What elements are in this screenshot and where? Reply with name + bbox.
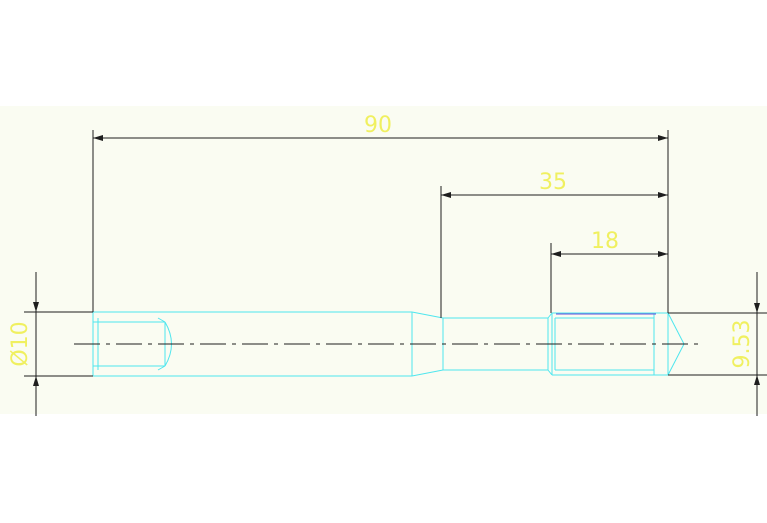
dim-text-35: 35	[539, 170, 567, 195]
dim-text-dia-10: Ø10	[8, 321, 33, 366]
dim-text-90: 90	[364, 113, 392, 138]
dimension-lines	[24, 130, 767, 416]
tip-lower	[667, 343, 685, 376]
taper-bottom	[411, 369, 444, 377]
tip-upper	[667, 312, 685, 345]
dim-text-18: 18	[591, 229, 619, 254]
taper-top	[411, 311, 444, 319]
drawing-sheet	[0, 106, 767, 414]
dim-text-9-53: 9.53	[730, 320, 755, 369]
